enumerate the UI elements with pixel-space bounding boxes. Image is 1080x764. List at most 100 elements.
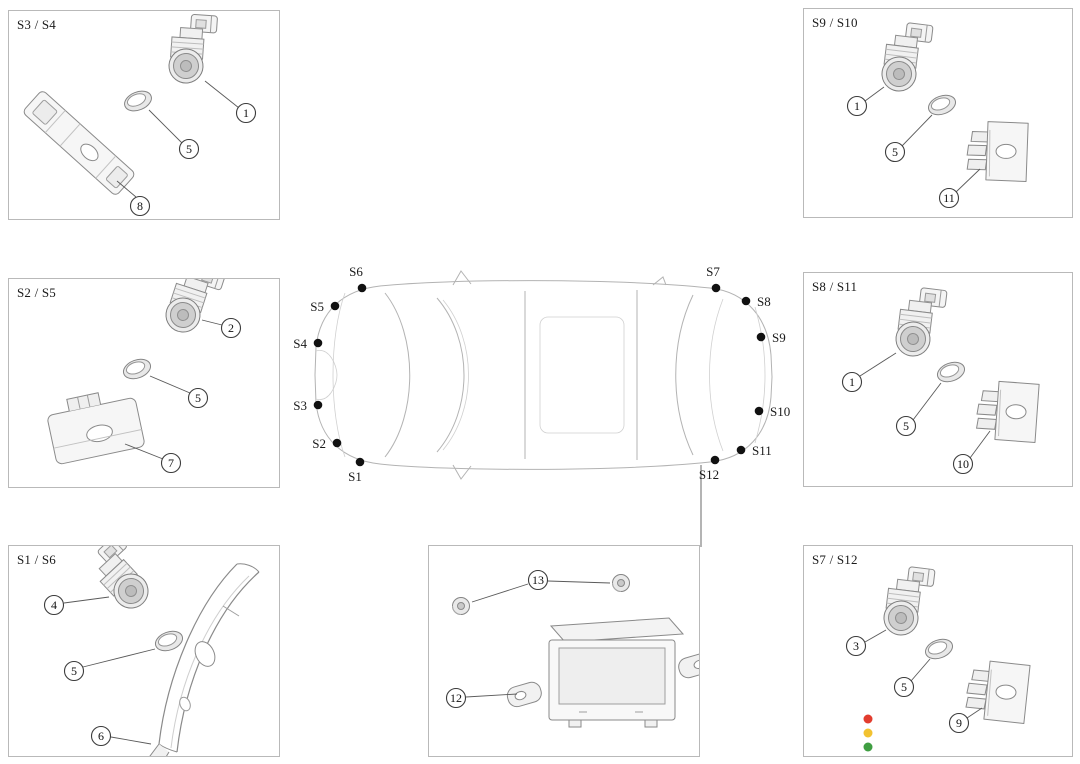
panel-title: S8 / S11 xyxy=(812,279,858,294)
callout-number: 9 xyxy=(956,716,962,730)
sensor-label-s5: S5 xyxy=(310,299,324,314)
callout-number: 6 xyxy=(98,729,104,743)
callout-number: 5 xyxy=(903,419,909,433)
parking-sensor-part xyxy=(876,16,940,93)
callout-number: 10 xyxy=(957,457,969,471)
panel-s1-s6: 4 5 6 S1 / S6 xyxy=(8,545,280,757)
callout-sensor: 1 xyxy=(846,86,885,117)
callout-bracket: 10 xyxy=(952,430,991,475)
bumper-corner-part xyxy=(149,563,260,756)
panel-s8-s11: 1 5 10 S8 / S11 xyxy=(803,272,1073,487)
sensor-dot-s9 xyxy=(756,332,766,342)
sensor-label-s4: S4 xyxy=(293,336,307,351)
callout-sensor: 4 xyxy=(43,594,110,616)
callout-number: 5 xyxy=(901,680,907,694)
sensor-retainer-part xyxy=(922,635,956,663)
panel-control-module: 13 12 xyxy=(428,545,700,757)
sensor-dot-s7 xyxy=(711,283,721,293)
parking-sensor-part xyxy=(76,546,168,616)
watermark-dot-green xyxy=(863,742,873,752)
callout-number: 1 xyxy=(243,106,249,120)
sensor-dot-s12 xyxy=(710,455,720,465)
sensor-bracket-part xyxy=(43,384,146,466)
callout-number: 5 xyxy=(186,142,192,156)
callout-number: 8 xyxy=(137,199,143,213)
callout-retainer: 5 xyxy=(895,382,942,437)
sensor-label-s8: S8 xyxy=(757,294,771,309)
panel-s9-s10: 1 5 11 S9 / S10 xyxy=(803,8,1073,218)
callout-number: 5 xyxy=(892,145,898,159)
callout-number: 3 xyxy=(853,639,859,653)
callout-number: 1 xyxy=(849,375,855,389)
panel-s2-s5: 2 5 7 S2 / S5 xyxy=(8,278,280,488)
watermark-traffic-dots xyxy=(863,714,873,752)
sensor-label-s3: S3 xyxy=(293,398,307,413)
panel-title: S7 / S12 xyxy=(812,552,858,567)
callout-number: 13 xyxy=(532,573,544,587)
panel-s7-s12-drawing: 3 5 9 xyxy=(845,560,1037,734)
car-top-view xyxy=(314,270,773,480)
panel-title: S2 / S5 xyxy=(17,285,56,300)
sensor-label-s7: S7 xyxy=(706,264,720,279)
panel-s2-s5-drawing: 2 5 7 xyxy=(43,279,242,474)
sensor-label-s9: S9 xyxy=(772,330,786,345)
callout-number: 11 xyxy=(943,191,955,205)
sensor-dot-s11 xyxy=(736,445,746,455)
callout-bracket: 6 xyxy=(90,725,152,747)
sensor-label-s6: S6 xyxy=(349,264,363,279)
callout-bracket: 7 xyxy=(124,443,182,474)
parking-sensor-part xyxy=(890,281,954,358)
callout-number: 2 xyxy=(228,321,234,335)
parking-sensor-part xyxy=(161,11,227,86)
sensor-retainer-part xyxy=(120,355,154,383)
grommet-part xyxy=(452,597,470,615)
callout-number: 5 xyxy=(71,664,77,678)
panel-s3-s4: 1 5 8 S3 / S4 xyxy=(8,10,280,220)
panel-s8-s11-drawing: 1 5 10 xyxy=(841,281,1046,475)
watermark-dot-red xyxy=(863,714,873,724)
callout-fasteners: 13 xyxy=(471,569,611,603)
callout-bracket: 9 xyxy=(948,707,983,734)
sensor-dot-s1 xyxy=(355,457,365,467)
callout-retainer: 5 xyxy=(893,658,931,698)
callout-sensor: 3 xyxy=(845,629,887,657)
sensor-dot-s5 xyxy=(330,301,340,311)
panel-s1-s6-drawing: 4 5 6 xyxy=(43,546,260,756)
callout-bracket: 11 xyxy=(938,168,981,209)
sensor-retainer-part xyxy=(934,358,968,386)
sensor-dot-s6 xyxy=(357,283,367,293)
sensor-bracket-part xyxy=(963,114,1035,186)
side-mirror-right xyxy=(452,464,472,480)
panel-title: S9 / S10 xyxy=(812,15,858,30)
sensor-label-s10: S10 xyxy=(770,404,790,419)
callout-sensor: 1 xyxy=(841,352,897,393)
sensor-retainer-part xyxy=(152,627,186,655)
panel-s9-s10-drawing: 1 5 11 xyxy=(846,16,1035,209)
sensor-label-s11: S11 xyxy=(752,443,772,458)
callout-retainer: 5 xyxy=(148,109,200,160)
antenna-fin xyxy=(652,276,667,286)
sensor-retainer-part xyxy=(925,91,959,119)
sensor-bracket-part xyxy=(961,653,1037,728)
callout-sensor: 1 xyxy=(204,80,257,124)
panel-control-module-drawing: 13 12 xyxy=(445,569,699,728)
callout-retainer: 5 xyxy=(884,114,933,163)
parking-sensor-part xyxy=(878,560,942,637)
side-mirror-left xyxy=(452,270,472,286)
panel-s7-s12: 3 5 9 S7 / S12 xyxy=(803,545,1073,757)
sensor-label-s1: S1 xyxy=(348,469,362,484)
sensor-dot-s2 xyxy=(332,438,342,448)
sensor-dot-s3 xyxy=(313,400,323,410)
sensor-bracket-part xyxy=(21,89,137,197)
callout-module: 12 xyxy=(445,687,518,709)
callout-sensor: 2 xyxy=(201,317,242,339)
grommet-part xyxy=(612,574,630,592)
sensor-bracket-part xyxy=(972,374,1046,447)
sensor-dot-s10 xyxy=(754,406,764,416)
callout-number: 12 xyxy=(450,691,462,705)
parking-sensor-part xyxy=(163,279,228,337)
panel-title: S3 / S4 xyxy=(17,17,56,32)
callout-number: 1 xyxy=(854,99,860,113)
sensor-dot-s4 xyxy=(313,338,323,348)
